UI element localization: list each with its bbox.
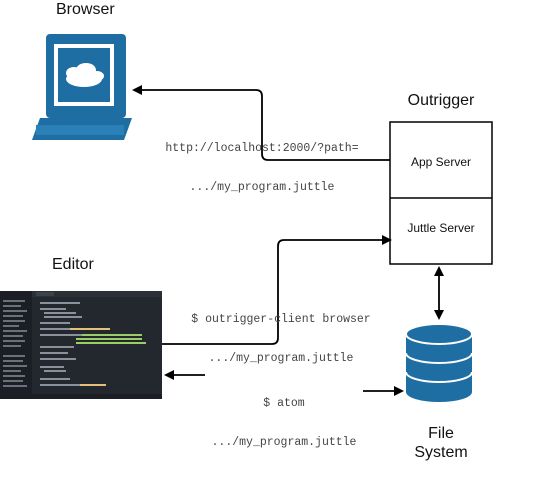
file-system-label: File System [390,424,492,462]
arrow-editor-to-juttle-server [162,235,392,345]
browser-label: Browser [56,1,115,18]
client-line2: .../my_program.juttle [208,352,354,365]
atom-command-annotation: $ atom .../my_program.juttle [206,371,362,462]
database-cylinder-icon [405,323,473,402]
computer-monitor-icon [32,34,132,140]
url-line1: http://localhost:2000/?path= [165,142,359,155]
file-system-line1: File [428,425,454,442]
juttle-server-label: Juttle Server [407,221,475,235]
client-line1: $ outrigger-client browser [191,313,371,326]
file-system-line2: System [414,444,468,461]
code-editor-screenshot [0,291,162,399]
client-command-annotation: $ outrigger-client browser .../my_progra… [178,287,384,378]
atom-line2: .../my_program.juttle [211,436,357,449]
outrigger-title: Outrigger [407,92,475,109]
app-server-label: App Server [410,155,472,169]
outrigger-box [389,121,493,265]
atom-line1: $ atom [263,397,305,410]
editor-label: Editor [52,256,94,273]
url-annotation: http://localhost:2000/?path= .../my_prog… [156,116,368,207]
url-line2: .../my_program.juttle [189,181,335,194]
arrow-app-server-to-browser [132,85,390,161]
